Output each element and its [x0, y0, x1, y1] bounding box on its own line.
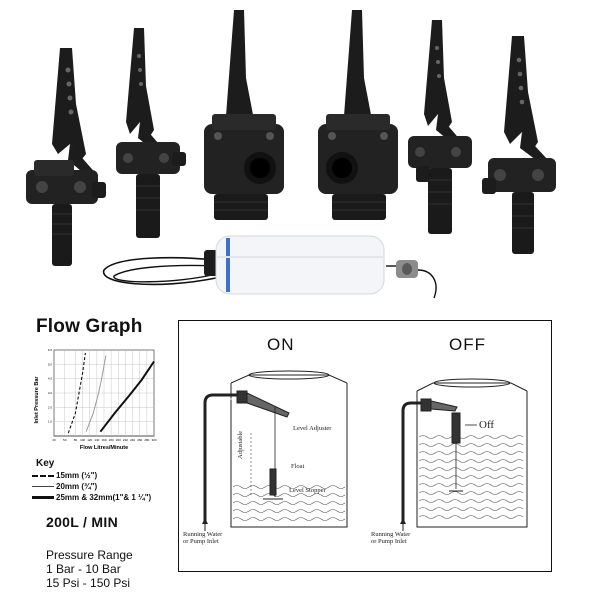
y-tick-label: 5.0 [48, 362, 53, 366]
key-swatch-dashed [32, 474, 54, 477]
off-water-waves [418, 435, 524, 519]
x-tick-label: 50 [63, 438, 67, 442]
on-water-waves [232, 485, 346, 521]
x-tick-label: 100 [80, 438, 85, 442]
level-stopper-label: Level Stopper [289, 487, 326, 494]
product-photo [26, 10, 556, 299]
x-tick-label: 200 [116, 438, 121, 442]
x-tick-label: 300 [151, 438, 156, 442]
adjustable-label: Adjustable [237, 430, 244, 459]
key-swatch-thin [32, 486, 54, 487]
diagram-drawing [202, 370, 528, 531]
float-valve-6 [482, 36, 556, 254]
series-line-2 [85, 355, 107, 432]
key-title: Key [36, 458, 55, 469]
level-adjuster-label: Level Adjuster [293, 425, 332, 432]
key-label: 15mm (½") [56, 471, 98, 480]
x-tick-label: 280 [144, 438, 149, 442]
chart-grid [53, 349, 155, 437]
x-tick-label: 140 [94, 438, 99, 442]
key-label: 25mm & 32mm(1"& 1 ¼") [56, 493, 152, 502]
x-tick-label: 220 [123, 438, 128, 442]
x-tick-label: 160 [101, 438, 106, 442]
flow-rate: 200L / MIN [46, 514, 118, 530]
y-tick-label: 6.0 [48, 348, 53, 352]
series-line-1 [67, 352, 86, 434]
float-valve-1 [26, 48, 106, 266]
pressure-range-title: Pressure Range [46, 548, 133, 562]
key-item-20mm: 20mm (¾") [32, 482, 97, 491]
float-label: Float [291, 463, 305, 470]
float-valve-5 [408, 20, 472, 234]
key-item-15mm: 15mm (½") [32, 471, 97, 480]
on-heading: ON [267, 335, 295, 354]
y-tick-label: 3.0 [48, 391, 53, 395]
x-tick-label: 80 [74, 438, 78, 442]
x-tick-label: 240 [130, 438, 135, 442]
x-tick-label: 180 [109, 438, 114, 442]
on-valve [236, 390, 290, 500]
float-with-cord [102, 235, 437, 299]
key-swatch-thick [32, 496, 54, 499]
on-off-diagram: ON OFF Level Adjuster Adjustable Float L… [178, 320, 552, 572]
off-inlet-label: Running Water or Pump Inlet [371, 531, 411, 546]
x-tick-label: 120 [87, 438, 92, 442]
off-tank [416, 378, 528, 528]
key-item-25mm: 25mm & 32mm(1"& 1 ¼") [32, 493, 151, 502]
flow-graph-title: Flow Graph [36, 316, 143, 337]
chart-series [67, 352, 155, 434]
chart-y-axis-label: Inlet Pressure Bar [34, 376, 40, 424]
pressure-range-psi: 15 Psi - 150 Psi [46, 576, 131, 590]
on-inlet-pipe [203, 393, 237, 521]
off-valve [420, 398, 477, 492]
off-heading: OFF [449, 335, 486, 354]
chart-x-axis-label: Flow Litres/Minute [80, 445, 128, 451]
pressure-range-bar: 1 Bar - 10 Bar [46, 562, 121, 576]
off-label: Off [479, 419, 495, 431]
float-valve-4 [318, 10, 398, 220]
y-tick-label: 1.0 [48, 420, 53, 424]
y-tick-label: 2.0 [48, 405, 53, 409]
series-line-3 [99, 360, 155, 433]
on-inlet-label: Running Water or Pump Inlet [183, 531, 223, 546]
x-tick-label: 20 [52, 438, 56, 442]
x-tick-label: 260 [137, 438, 142, 442]
y-tick-label: 4.0 [48, 377, 53, 381]
key-label: 20mm (¾") [56, 482, 98, 491]
off-inlet-pipe [401, 401, 423, 521]
on-tank [230, 370, 348, 528]
float-valve-2 [116, 28, 186, 238]
float-valve-3 [204, 10, 284, 220]
